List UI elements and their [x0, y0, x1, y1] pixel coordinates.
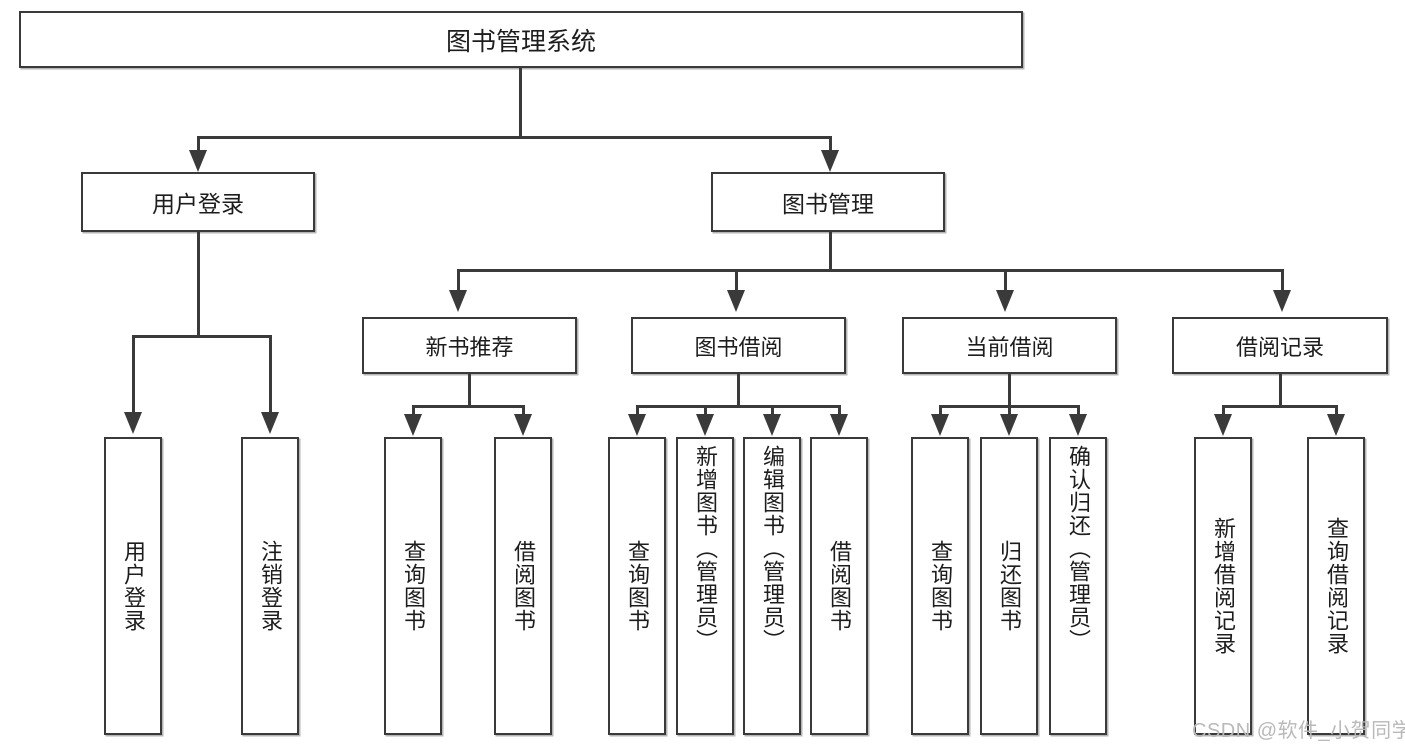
connector-level2-drop-1 [457, 269, 460, 293]
leaf-add-book-admin[interactable]: 新增图书（管理员） [676, 437, 734, 735]
leaf-label: 新增图书（管理员） [692, 445, 718, 652]
node-label: 图书借阅 [694, 334, 783, 360]
connector-cb-drop-2 [1008, 405, 1011, 419]
arrowhead-to-user-login [189, 150, 207, 172]
leaf-query-book-borrow[interactable]: 查询图书 [608, 437, 666, 735]
connector-user-login-stem [197, 232, 200, 338]
arrowhead-new-book-recommend [449, 290, 467, 312]
leaf-borrow-book[interactable]: 借阅图书 [810, 437, 868, 735]
node-borrow-record[interactable]: 借阅记录 [1172, 317, 1388, 374]
connector-user-login-drop-2 [269, 335, 272, 417]
arrowhead-to-book-management [821, 150, 839, 172]
node-book-management[interactable]: 图书管理 [711, 172, 945, 232]
leaf-label: 查询借阅记录 [1323, 517, 1349, 655]
node-user-login[interactable]: 用户登录 [81, 172, 315, 232]
arrowhead-nb-leaf-2 [514, 414, 532, 436]
connector-new-book-drop-1 [412, 405, 415, 419]
connector-root-stem [519, 68, 522, 138]
connector-root-bus [197, 136, 832, 139]
arrowhead-nb-leaf-1 [404, 414, 422, 436]
arrowhead-book-borrow [727, 290, 745, 312]
leaf-label: 用户登录 [120, 540, 146, 632]
leaf-logout[interactable]: 注销登录 [241, 437, 299, 735]
connector-user-login-bus [132, 335, 272, 338]
arrowhead-cb-leaf-1 [931, 414, 949, 436]
connector-bb-drop-2 [704, 405, 707, 419]
arrowhead-leaf-logout [261, 412, 279, 434]
node-new-book-recommend[interactable]: 新书推荐 [362, 317, 577, 374]
arrowhead-bb-leaf-2 [696, 414, 714, 436]
connector-root-to-user-login [197, 136, 200, 158]
leaf-borrow-book-recommend[interactable]: 借阅图书 [494, 437, 552, 735]
connector-br-drop-2 [1335, 405, 1338, 419]
leaf-label: 借阅图书 [510, 540, 536, 632]
node-book-borrow[interactable]: 图书借阅 [631, 317, 846, 374]
leaf-confirm-return-admin[interactable]: 确认归还（管理员） [1049, 437, 1107, 735]
leaf-label: 查询图书 [624, 540, 650, 632]
leaf-label: 注销登录 [257, 540, 283, 632]
connector-level2-drop-2 [735, 269, 738, 293]
connector-br-drop-1 [1222, 405, 1225, 419]
connector-level2-drop-4 [1281, 269, 1284, 293]
leaf-add-borrow-record[interactable]: 新增借阅记录 [1194, 437, 1252, 735]
connector-borrow-record-bus [1222, 405, 1338, 408]
connector-current-borrow-stem [1008, 374, 1011, 408]
connector-bb-drop-4 [838, 405, 841, 419]
leaf-label: 借阅图书 [826, 540, 852, 632]
node-label: 当前借阅 [965, 334, 1054, 360]
leaf-query-borrow-record[interactable]: 查询借阅记录 [1307, 437, 1365, 735]
leaf-label: 新增借阅记录 [1210, 517, 1236, 655]
node-label: 图书管理系统 [445, 27, 596, 56]
leaf-edit-book-admin[interactable]: 编辑图书（管理员） [743, 437, 801, 735]
arrowhead-bb-leaf-3 [763, 414, 781, 436]
arrowhead-bb-leaf-1 [628, 414, 646, 436]
leaf-label: 编辑图书（管理员） [759, 445, 785, 652]
node-root-book-management-system[interactable]: 图书管理系统 [19, 11, 1023, 68]
arrowhead-borrow-record [1273, 290, 1291, 312]
connector-level2-drop-3 [1004, 269, 1007, 293]
leaf-user-login[interactable]: 用户登录 [104, 437, 162, 735]
node-current-borrow[interactable]: 当前借阅 [902, 317, 1117, 374]
csdn-watermark: CSDN @软件_小贺同学 [1192, 720, 1405, 742]
connector-bb-drop-1 [636, 405, 639, 419]
leaf-query-book-current[interactable]: 查询图书 [911, 437, 969, 735]
arrowhead-cb-leaf-2 [1000, 414, 1018, 436]
connector-borrow-record-stem [1279, 374, 1282, 408]
connector-level2-bus [457, 269, 1284, 272]
node-label: 用户登录 [152, 191, 244, 217]
connector-bb-drop-3 [771, 405, 774, 419]
arrowhead-current-borrow [996, 290, 1014, 312]
node-label: 图书管理 [782, 191, 874, 217]
connector-root-to-book-management [829, 136, 832, 158]
connector-book-management-stem [829, 232, 832, 272]
arrowhead-br-leaf-2 [1327, 414, 1345, 436]
leaf-label: 归还图书 [996, 540, 1022, 632]
leaf-label: 确认归还（管理员） [1065, 445, 1091, 652]
arrowhead-cb-leaf-3 [1069, 414, 1087, 436]
connector-cb-drop-1 [939, 405, 942, 419]
arrowhead-bb-leaf-4 [830, 414, 848, 436]
node-label: 借阅记录 [1235, 334, 1324, 360]
leaf-label: 查询图书 [927, 540, 953, 632]
leaf-query-book-recommend[interactable]: 查询图书 [384, 437, 442, 735]
arrowhead-leaf-user-login [124, 412, 142, 434]
connector-new-book-bus [412, 405, 525, 408]
connector-book-borrow-stem [737, 374, 740, 408]
connector-new-book-stem [468, 374, 471, 408]
node-label: 新书推荐 [425, 334, 514, 360]
arrowhead-br-leaf-1 [1214, 414, 1232, 436]
connector-cb-drop-3 [1077, 405, 1080, 419]
connector-new-book-drop-2 [522, 405, 525, 419]
connector-user-login-drop-1 [132, 335, 135, 417]
connector-book-borrow-bus [636, 405, 841, 408]
leaf-label: 查询图书 [400, 540, 426, 632]
leaf-return-book[interactable]: 归还图书 [980, 437, 1038, 735]
